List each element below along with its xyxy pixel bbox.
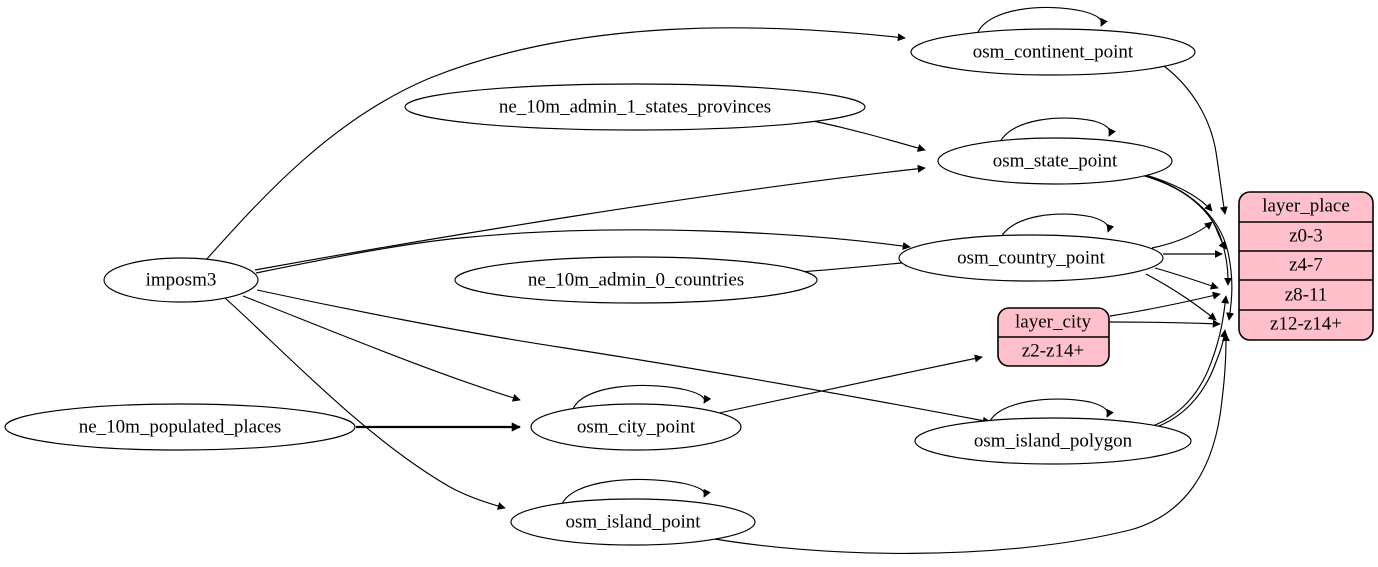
node-ne-countries-label: ne_10m_admin_0_countries bbox=[528, 269, 744, 290]
edge-osm-state-point-to-layer-place-z4-7 bbox=[1136, 172, 1227, 250]
node-ne-10m-admin-0-countries[interactable]: ne_10m_admin_0_countries bbox=[454, 256, 818, 304]
edge-imposm3-to-osm-state-point bbox=[254, 164, 926, 271]
edge-osm-island-polygon-to-layer-place-z12-z14 bbox=[1153, 329, 1228, 429]
node-osm-island-polygon-label: osm_island_polygon bbox=[974, 430, 1133, 451]
edge-self-loop-osm-city-point bbox=[572, 384, 712, 410]
edge-osm-country-point-to-layer-place-z8-11 bbox=[1154, 267, 1219, 290]
edge-imposm3-to-osm-island-point bbox=[224, 297, 506, 510]
edge-ne-countries-to-osm-country-point bbox=[799, 258, 913, 273]
node-ne-10m-admin-1-states-provinces[interactable]: ne_10m_admin_1_states_provinces bbox=[404, 83, 866, 131]
edge-osm-country-point-to-layer-place-z0-3 bbox=[1151, 221, 1213, 249]
layer-place-row-z8-11[interactable]: z8-11 bbox=[1285, 284, 1328, 305]
node-osm-city-point[interactable]: osm_city_point bbox=[530, 403, 742, 451]
node-ne-states-label: ne_10m_admin_1_states_provinces bbox=[499, 96, 771, 117]
node-ne-10m-populated-places[interactable]: ne_10m_populated_places bbox=[4, 403, 356, 451]
layer-city-row-z2-z14[interactable]: z2-z14+ bbox=[1022, 340, 1084, 361]
edge-osm-island-point-to-layer-place-z12-z14 bbox=[702, 333, 1231, 554]
node-osm-state-point[interactable]: osm_state_point bbox=[937, 137, 1173, 185]
node-imposm3[interactable]: imposm3 bbox=[103, 257, 259, 303]
node-osm-island-polygon[interactable]: osm_island_polygon bbox=[914, 417, 1192, 465]
edge-osm-continent-point-to-layer-place-z0-3 bbox=[1163, 65, 1228, 215]
node-osm-country-point[interactable]: osm_country_point bbox=[898, 234, 1164, 282]
node-layer-city[interactable]: layer_city z2-z14+ bbox=[997, 307, 1110, 367]
layer-place-row-z12-z14[interactable]: z12-z14+ bbox=[1270, 313, 1342, 334]
nodes-layer: imposm3 ne_10m_admin_1_states_provinces … bbox=[4, 28, 1374, 546]
edge-imposm3-to-osm-island-polygon bbox=[256, 289, 991, 425]
node-layer-place[interactable]: layer_place z0-3 z4-7 z8-11 z12-z14+ bbox=[1238, 191, 1374, 341]
edge-self-loop-osm-island-point bbox=[561, 478, 711, 505]
edge-self-loop-osm-continent-point bbox=[977, 6, 1108, 33]
node-osm-country-point-label: osm_country_point bbox=[957, 247, 1105, 268]
layer-place-row-z0-3[interactable]: z0-3 bbox=[1289, 225, 1323, 246]
edge-imposm3-to-osm-continent-point bbox=[204, 27, 906, 262]
layer-place-title: layer_place bbox=[1262, 195, 1350, 216]
edge-layer-city-to-layer-place-z12-z14 bbox=[1109, 319, 1221, 328]
node-imposm3-label: imposm3 bbox=[146, 269, 217, 290]
edge-osm-island-polygon-to-layer-place-z8-11 bbox=[1149, 295, 1230, 428]
edge-osm-country-point-to-layer-place-z12-z14 bbox=[1145, 273, 1217, 321]
node-osm-state-point-label: osm_state_point bbox=[993, 150, 1118, 171]
node-osm-island-point-label: osm_island_point bbox=[565, 511, 701, 532]
layer-city-title: layer_city bbox=[1015, 311, 1091, 332]
edge-ne-states-to-osm-state-point bbox=[807, 119, 926, 152]
layer-place-row-z4-7[interactable]: z4-7 bbox=[1289, 254, 1323, 275]
edge-osm-state-point-to-layer-place-z8-11 bbox=[1138, 173, 1233, 286]
node-osm-island-point[interactable]: osm_island_point bbox=[510, 498, 756, 546]
edge-layer-city-to-layer-place-z8-11 bbox=[1109, 291, 1221, 317]
edge-osm-city-point-to-layer-city bbox=[718, 354, 983, 414]
edge-self-loop-osm-island-polygon bbox=[988, 398, 1114, 424]
node-osm-continent-point[interactable]: osm_continent_point bbox=[910, 28, 1196, 76]
edge-self-loop-osm-country-point bbox=[999, 213, 1115, 240]
edge-self-loop-osm-state-point bbox=[999, 117, 1116, 143]
node-ne-populated-label: ne_10m_populated_places bbox=[79, 416, 282, 437]
edge-imposm3-to-osm-city-point bbox=[242, 295, 521, 402]
edges-layer bbox=[204, 6, 1235, 554]
edge-osm-state-point-to-layer-place-z12-z14 bbox=[1140, 174, 1235, 321]
node-osm-continent-point-label: osm_continent_point bbox=[973, 41, 1134, 62]
node-osm-city-point-label: osm_city_point bbox=[577, 416, 696, 437]
edge-imposm3-to-osm-country-point bbox=[255, 229, 911, 274]
